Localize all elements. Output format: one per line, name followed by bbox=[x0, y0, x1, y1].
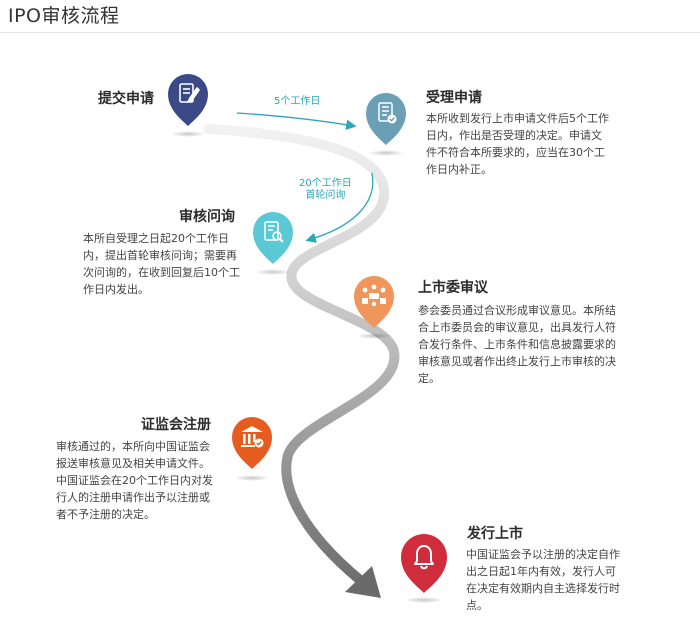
flow-road-arrowhead bbox=[345, 566, 381, 598]
arrow-label-20-days: 20个工作日 首轮问询 bbox=[299, 178, 352, 202]
arrow-20-days bbox=[305, 172, 374, 243]
step-desc-committee: 参会委员通过合议形成审议意见。本所结合上市委员会的审议意见，出具发行人符合发行条… bbox=[418, 304, 616, 385]
arrow-label-5-days: 5个工作日 bbox=[274, 96, 321, 107]
meeting-icon bbox=[362, 284, 386, 307]
step-desc-listing: 中国证监会予以注册的决定自作出之日起1年内有效，发行人可在决定有效期内自主选择发… bbox=[466, 548, 620, 612]
institution-icon bbox=[241, 426, 264, 448]
pin-review bbox=[253, 212, 293, 264]
pin-listing bbox=[401, 534, 447, 593]
bell-icon bbox=[414, 545, 434, 570]
pin-shadow bbox=[404, 597, 444, 603]
step-desc-register: 审核通过的，本所向中国证监会报送审核意见及相关申请文件。中国证监会在20个工作日… bbox=[56, 440, 213, 521]
step-title-submit: 提交申请 bbox=[98, 91, 154, 107]
page-title: IPO审核流程 bbox=[8, 5, 120, 27]
title-divider bbox=[0, 32, 700, 33]
step-title-review: 审核问询 bbox=[179, 209, 235, 225]
document-check-icon bbox=[378, 102, 397, 124]
pin-shadow bbox=[368, 150, 404, 156]
step-title-accept: 受理申请 bbox=[426, 90, 482, 106]
document-search-icon bbox=[264, 221, 284, 243]
pin-marker bbox=[232, 417, 272, 469]
pin-shadow bbox=[255, 269, 291, 275]
pin-submit bbox=[168, 74, 208, 126]
step-title-committee: 上市委审议 bbox=[418, 280, 488, 296]
arrow-5-days bbox=[236, 112, 357, 130]
pin-shadow bbox=[170, 131, 206, 137]
step-title-register: 证监会注册 bbox=[141, 417, 211, 433]
pin-shadow bbox=[356, 333, 392, 339]
pin-accept bbox=[366, 93, 406, 145]
flow-road bbox=[203, 124, 400, 585]
pin-marker bbox=[168, 74, 208, 126]
pin-committee bbox=[354, 276, 394, 328]
arrow-label-line2: 首轮问询 bbox=[305, 190, 346, 201]
step-desc-review: 本所自受理之日起20个工作日内，提出首轮审核问询；需要再次问询的，在收到回复后1… bbox=[83, 232, 240, 296]
pin-shadow bbox=[234, 475, 270, 481]
arrow-label-line1: 20个工作日 bbox=[299, 178, 352, 189]
step-title-listing: 发行上市 bbox=[467, 526, 523, 542]
step-desc-accept: 本所收到发行上市申请文件后5个工作日内，作出是否受理的决定。申请文件不符合本所要… bbox=[426, 112, 609, 176]
pin-register bbox=[232, 417, 272, 469]
document-edit-icon bbox=[179, 83, 200, 103]
pin-marker bbox=[366, 93, 406, 145]
